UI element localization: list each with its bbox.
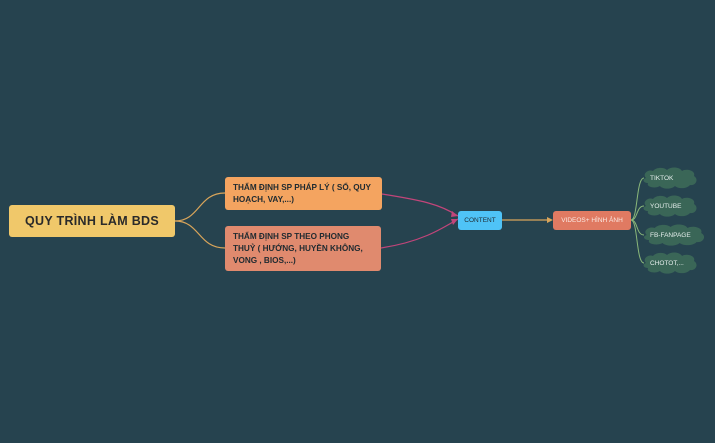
- channel-node-fbfanpage[interactable]: FB-FANPAGE: [640, 223, 708, 247]
- connector-root-fengshui: [174, 220, 226, 249]
- branch-node-legal-label: THẨM ĐỊNH SP PHÁP LÝ ( SỔ, QUY HOẠCH, VA…: [233, 182, 371, 204]
- arrowhead-content-videos: [547, 217, 553, 223]
- connector-videos-chotot: [630, 219, 645, 264]
- arrowhead-legal-content: [451, 211, 458, 217]
- branch-node-fengshui-label: THẨM ĐỊNH SP THEO PHONG THUỶ ( HƯỚNG, HU…: [233, 231, 363, 265]
- content-node-label: CONTENT: [464, 217, 496, 224]
- branch-node-fengshui[interactable]: THẨM ĐỊNH SP THEO PHONG THUỶ ( HƯỚNG, HU…: [225, 226, 381, 271]
- channel-node-chotot-label: CHOTOT,...: [650, 259, 684, 267]
- channel-node-youtube-label: YOUTUBE: [650, 202, 682, 210]
- channel-node-tiktok[interactable]: TIKTOK: [640, 166, 700, 190]
- channel-node-tiktok-label: TIKTOK: [650, 174, 674, 182]
- root-node-label: QUY TRÌNH LÀM BDS: [24, 214, 160, 228]
- connector-legal-content: [381, 193, 459, 217]
- connector-fengshui-content: [380, 218, 459, 249]
- branch-node-legal[interactable]: THẨM ĐỊNH SP PHÁP LÝ ( SỔ, QUY HOẠCH, VA…: [225, 177, 382, 210]
- channel-node-youtube[interactable]: YOUTUBE: [640, 194, 700, 218]
- root-node[interactable]: QUY TRÌNH LÀM BDS: [9, 205, 175, 237]
- videos-node-label: VIDEOS+ HÌNH ẢNH: [561, 217, 623, 224]
- arrowhead-fengshui-content: [451, 219, 458, 225]
- videos-node[interactable]: VIDEOS+ HÌNH ẢNH: [553, 211, 631, 230]
- cloud-shape: [643, 252, 697, 274]
- connector-videos-youtube: [630, 205, 645, 221]
- content-node[interactable]: CONTENT: [458, 211, 502, 230]
- cloud-shape: [643, 195, 697, 217]
- channel-node-fbfanpage-label: FB-FANPAGE: [650, 231, 691, 239]
- cloud-shape: [644, 224, 705, 246]
- channel-node-chotot[interactable]: CHOTOT,...: [640, 251, 700, 275]
- connector-root-legal: [174, 192, 226, 222]
- connector-videos-tiktok: [630, 177, 645, 221]
- cloud-shape: [643, 167, 697, 189]
